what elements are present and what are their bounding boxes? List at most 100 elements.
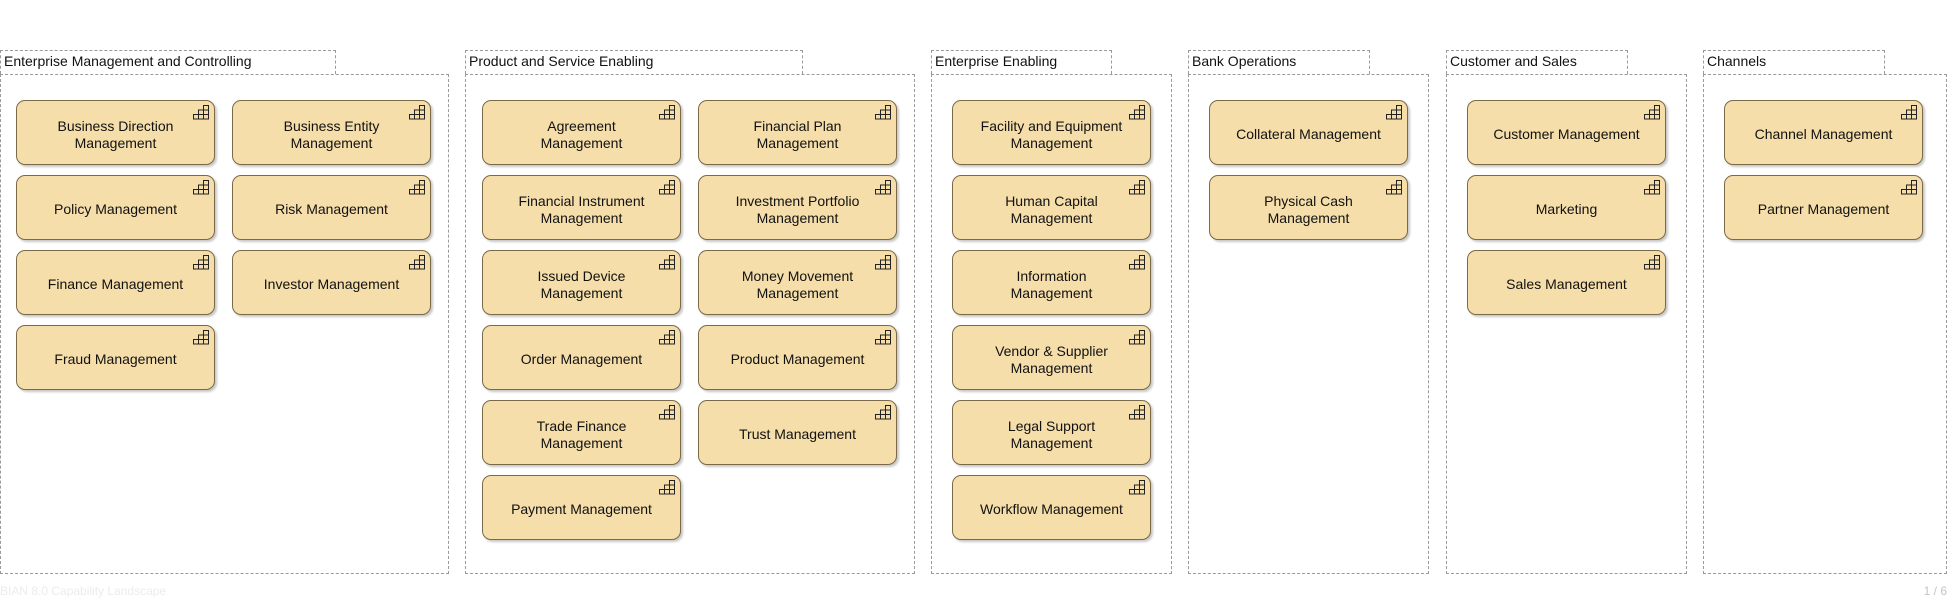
capability-human-capital-management[interactable]: Human Capital Management [952, 175, 1151, 240]
capability-information-management[interactable]: Information Management [952, 250, 1151, 315]
capability-icon [1385, 105, 1402, 120]
capability-icon [874, 405, 891, 420]
capability-icon [192, 330, 209, 345]
group-frame [465, 74, 915, 574]
capability-label: Partner Management [1757, 201, 1890, 217]
capability-label: Trust Management [739, 426, 856, 442]
capability-investment-portfolio-management[interactable]: Investment Portfolio Management [698, 175, 897, 240]
capability-sales-management[interactable]: Sales Management [1467, 250, 1666, 315]
capability-order-management[interactable]: Order Management [482, 325, 681, 390]
capability-physical-cash-management[interactable]: Physical Cash Management [1209, 175, 1408, 240]
group-title: Bank Operations [1188, 50, 1370, 74]
capability-label: Fraud Management [54, 351, 177, 367]
capability-financial-plan-management[interactable]: Financial Plan Management [698, 100, 897, 165]
capability-label: Issued Device Management [537, 267, 626, 301]
capability-icon [192, 180, 209, 195]
capability-facility-and-equipment-management[interactable]: Facility and Equipment Management [952, 100, 1151, 165]
group-title: Enterprise Enabling [931, 50, 1112, 74]
page-indicator: 1 / 6 [1923, 584, 1947, 598]
group-title: Customer and Sales [1446, 50, 1628, 74]
capability-label: Marketing [1535, 201, 1598, 217]
capability-label: Finance Management [47, 276, 184, 292]
capability-label: Policy Management [54, 201, 177, 217]
group-title: Product and Service Enabling [465, 50, 803, 74]
capability-icon [1643, 180, 1660, 195]
capability-icon [1128, 180, 1145, 195]
capability-policy-management[interactable]: Policy Management [16, 175, 215, 240]
capability-money-movement-management[interactable]: Money Movement Management [698, 250, 897, 315]
capability-label: Legal Support Management [1007, 417, 1096, 451]
capability-icon [1900, 105, 1917, 120]
capability-legal-support-management[interactable]: Legal Support Management [952, 400, 1151, 465]
capability-label: Order Management [520, 351, 643, 367]
capability-icon [874, 180, 891, 195]
capability-label: Facility and Equipment Management [980, 117, 1123, 151]
group-frame [0, 74, 449, 574]
capability-label: Human Capital Management [1005, 192, 1098, 226]
capability-icon [408, 180, 425, 195]
capability-issued-device-management[interactable]: Issued Device Management [482, 250, 681, 315]
capability-icon [1643, 255, 1660, 270]
capability-label: Financial Plan Management [753, 117, 842, 151]
capability-icon [658, 405, 675, 420]
capability-label: Information Management [1010, 267, 1093, 301]
capability-customer-management[interactable]: Customer Management [1467, 100, 1666, 165]
capability-icon [874, 255, 891, 270]
capability-label: Investor Management [263, 276, 400, 292]
capability-icon [1128, 330, 1145, 345]
capability-vendor-and-supplier-management[interactable]: Vendor & Supplier Management [952, 325, 1151, 390]
capability-workflow-management[interactable]: Workflow Management [952, 475, 1151, 540]
capability-label: Risk Management [275, 201, 388, 217]
capability-payment-management[interactable]: Payment Management [482, 475, 681, 540]
capability-channel-management[interactable]: Channel Management [1724, 100, 1923, 165]
capability-label: Collateral Management [1236, 126, 1381, 142]
capability-label: Business Direction Management [57, 117, 174, 151]
capability-icon [1128, 480, 1145, 495]
group-title: Channels [1703, 50, 1885, 74]
capability-trade-finance-management[interactable]: Trade Finance Management [482, 400, 681, 465]
capability-label: Workflow Management [980, 501, 1123, 517]
capability-product-management[interactable]: Product Management [698, 325, 897, 390]
capability-investor-management[interactable]: Investor Management [232, 250, 431, 315]
capability-icon [192, 105, 209, 120]
capability-icon [1900, 180, 1917, 195]
capability-label: Agreement Management [540, 117, 623, 151]
capability-trust-management[interactable]: Trust Management [698, 400, 897, 465]
group-title: Enterprise Management and Controlling [0, 50, 336, 74]
group-frame [1446, 74, 1687, 574]
capability-icon [1128, 105, 1145, 120]
capability-label: Payment Management [511, 501, 652, 517]
capability-label: Vendor & Supplier Management [995, 342, 1108, 376]
capability-marketing[interactable]: Marketing [1467, 175, 1666, 240]
capability-icon [658, 255, 675, 270]
group-frame [931, 74, 1172, 574]
capability-icon [658, 330, 675, 345]
capability-icon [1385, 180, 1402, 195]
capability-partner-management[interactable]: Partner Management [1724, 175, 1923, 240]
capability-label: Money Movement Management [741, 267, 854, 301]
capability-icon [874, 330, 891, 345]
capability-label: Financial Instrument Management [518, 192, 645, 226]
capability-fraud-management[interactable]: Fraud Management [16, 325, 215, 390]
capability-financial-instrument-management[interactable]: Financial Instrument Management [482, 175, 681, 240]
capability-label: Product Management [730, 351, 865, 367]
capability-business-direction-management[interactable]: Business Direction Management [16, 100, 215, 165]
capability-icon [658, 180, 675, 195]
capability-icon [192, 255, 209, 270]
capability-agreement-management[interactable]: Agreement Management [482, 100, 681, 165]
capability-label: Business Entity Management [283, 117, 380, 151]
capability-business-entity-management[interactable]: Business Entity Management [232, 100, 431, 165]
capability-finance-management[interactable]: Finance Management [16, 250, 215, 315]
capability-label: Customer Management [1493, 126, 1640, 142]
capability-label: Channel Management [1754, 126, 1893, 142]
capability-risk-management[interactable]: Risk Management [232, 175, 431, 240]
capability-collateral-management[interactable]: Collateral Management [1209, 100, 1408, 165]
footer-title: BIAN 8.0 Capability Landscape [0, 584, 167, 598]
capability-icon [408, 105, 425, 120]
